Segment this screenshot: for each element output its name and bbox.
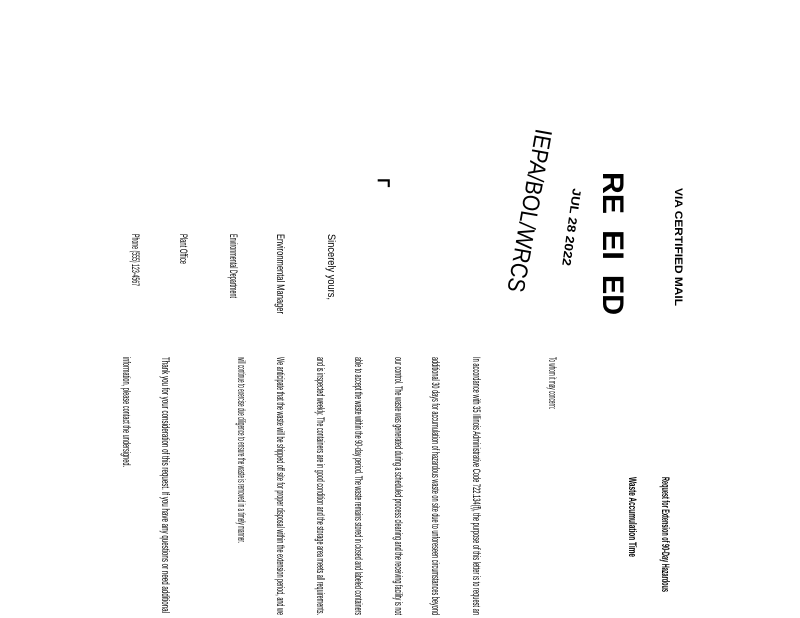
signature-line: Environmental Manager (274, 234, 286, 314)
initials-mark: ᒥ (374, 178, 391, 188)
paragraph-line: will continue to exercise due diligence … (235, 357, 247, 543)
stamp-date: JUL 28 2022 (559, 188, 584, 268)
stamp-received-part: EI (596, 230, 629, 260)
received-stamp: RE EI ED JUL 28 2022 IEPA/BOL/WRCS (501, 127, 629, 315)
stamp-received-part: ED (596, 275, 629, 315)
signature-block: Sincerely yours, Environmental Manager E… (129, 234, 337, 314)
stamp-office: IEPA/BOL/WRCS (501, 127, 556, 294)
subject-line: Request for Extension of 90-Day Hazardou… (659, 477, 671, 592)
body-paragraph: In accordance with 35 Illinois Administr… (235, 357, 482, 616)
paragraph-line: Thank you for your consideration of this… (159, 357, 171, 613)
signature-line: Plant Office (177, 234, 189, 264)
signature-line: Sincerely yours, (325, 234, 337, 300)
delivery-method: VIA CERTIFIED MAIL (672, 188, 684, 306)
paragraph-line: able to accept the waste within the 90-d… (352, 357, 364, 615)
paragraph-line: additional 30 days for accumulation of h… (429, 357, 441, 615)
paragraph-line: In accordance with 35 Illinois Administr… (470, 357, 482, 615)
signature-line: Phone (555) 123-4567 (129, 234, 141, 286)
paragraph-line: We anticipate that the waste will be shi… (274, 357, 286, 615)
subject-line: Waste Accumulation Time (626, 477, 638, 557)
signature-line: Environmental Department (227, 234, 239, 298)
paragraph-line: information, please contact the undersig… (120, 357, 132, 467)
paragraph-line: our control. The waste was generated dur… (392, 357, 404, 615)
stamp-received-part: RE (596, 172, 629, 214)
salutation: To whom it may concern: (546, 357, 558, 409)
paragraph-line: and is inspected weekly. The containers … (314, 357, 326, 615)
closing-paragraph: Thank you for your consideration of this… (120, 357, 171, 613)
